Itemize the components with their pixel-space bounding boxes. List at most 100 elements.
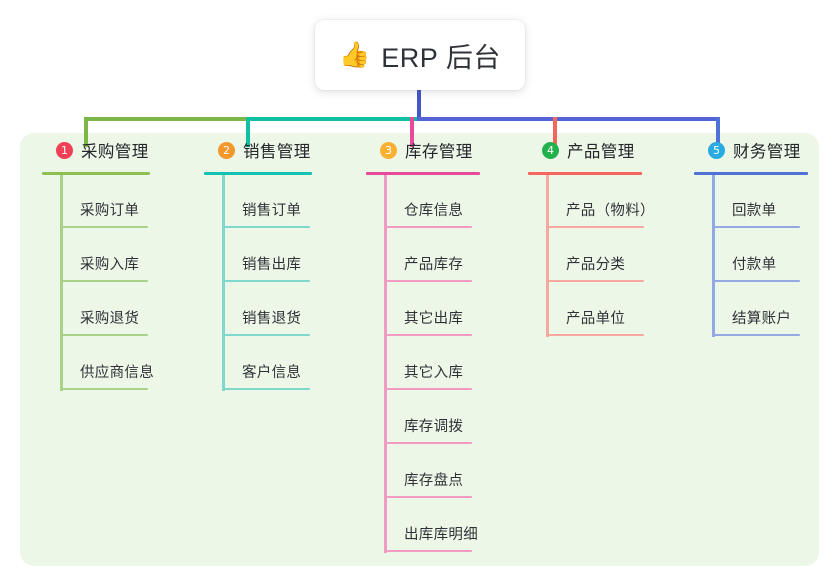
root-title: ERP 后台 bbox=[381, 42, 501, 73]
branch-badge-2: 2 bbox=[218, 141, 235, 159]
leaf-label: 销售订单 bbox=[242, 203, 302, 219]
leaf-list-5: 回款单付款单结算账户 bbox=[690, 175, 808, 337]
branch-badge-5: 5 bbox=[708, 141, 725, 159]
leaf-label: 其它出库 bbox=[404, 311, 464, 327]
leaf-item[interactable]: 库存盘点 bbox=[362, 445, 480, 499]
leaf-label: 采购入库 bbox=[80, 257, 140, 273]
leaf-rule bbox=[222, 226, 310, 228]
leaf-list-2: 销售订单销售出库销售退货客户信息 bbox=[200, 175, 312, 391]
bus-segment-1 bbox=[84, 117, 248, 121]
leaf-rule bbox=[712, 334, 800, 336]
leaf-item[interactable]: 其它出库 bbox=[362, 283, 480, 337]
branch-rule-2 bbox=[204, 172, 312, 175]
leaf-rule bbox=[712, 280, 800, 282]
leaf-label: 采购退货 bbox=[80, 311, 140, 327]
leaf-label: 结算账户 bbox=[732, 311, 792, 327]
leaf-label: 产品单位 bbox=[566, 311, 626, 327]
leaf-list-3: 仓库信息产品库存其它出库其它入库库存调拨库存盘点出库库明细 bbox=[362, 175, 480, 553]
leaf-label: 回款单 bbox=[732, 203, 777, 219]
leaf-item[interactable]: 产品单位 bbox=[524, 283, 644, 337]
branch-header-5[interactable]: 5 财务管理 bbox=[690, 133, 808, 167]
leaf-label: 出库库明细 bbox=[404, 527, 478, 543]
leaf-rule bbox=[60, 388, 148, 390]
leaf-label: 库存盘点 bbox=[404, 473, 464, 489]
branch-badge-4: 4 bbox=[542, 141, 559, 159]
branch-stub-2 bbox=[246, 117, 250, 147]
branch-column-4: 4 产品管理产品（物料） 产品分类产品单位 bbox=[524, 133, 655, 337]
leaf-item[interactable]: 客户信息 bbox=[200, 337, 312, 391]
leaf-spine-4 bbox=[546, 175, 549, 337]
leaf-rule bbox=[384, 388, 472, 390]
leaf-rule bbox=[222, 388, 310, 390]
leaf-rule bbox=[60, 226, 148, 228]
leaf-item[interactable]: 产品（物料） bbox=[524, 175, 655, 229]
leaf-label: 采购订单 bbox=[80, 203, 140, 219]
bus-segment-2 bbox=[248, 117, 419, 121]
leaf-item[interactable]: 销售出库 bbox=[200, 229, 312, 283]
branch-title-2: 销售管理 bbox=[243, 143, 311, 161]
leaf-item[interactable]: 采购入库 bbox=[38, 229, 150, 283]
branch-rule-3 bbox=[366, 172, 480, 175]
leaf-list-4: 产品（物料） 产品分类产品单位 bbox=[524, 175, 655, 337]
leaf-rule bbox=[546, 334, 644, 336]
leaf-label: 产品（物料） bbox=[566, 203, 655, 219]
branch-column-3: 3 库存管理仓库信息产品库存其它出库其它入库库存调拨库存盘点出库库明细 bbox=[362, 133, 480, 553]
leaf-rule bbox=[546, 226, 644, 228]
leaf-item[interactable]: 产品库存 bbox=[362, 229, 480, 283]
branch-column-2: 2 销售管理销售订单销售出库销售退货客户信息 bbox=[200, 133, 312, 391]
branch-stub-1 bbox=[84, 117, 88, 147]
leaf-rule bbox=[712, 226, 800, 228]
leaf-item[interactable]: 出库库明细 bbox=[362, 499, 480, 553]
root-stem-line bbox=[417, 90, 421, 121]
leaf-item[interactable]: 回款单 bbox=[690, 175, 808, 229]
branch-rule-1 bbox=[42, 172, 150, 175]
branch-badge-3: 3 bbox=[380, 141, 397, 159]
leaf-item[interactable]: 库存调拨 bbox=[362, 391, 480, 445]
branch-rule-5 bbox=[694, 172, 808, 175]
leaf-label: 产品分类 bbox=[566, 257, 626, 273]
branch-title-5: 财务管理 bbox=[733, 143, 801, 161]
leaf-rule bbox=[384, 496, 472, 498]
leaf-item[interactable]: 结算账户 bbox=[690, 283, 808, 337]
branch-title-3: 库存管理 bbox=[405, 143, 473, 161]
branch-header-3[interactable]: 3 库存管理 bbox=[362, 133, 480, 167]
leaf-item[interactable]: 销售退货 bbox=[200, 283, 312, 337]
branch-stub-3 bbox=[410, 117, 414, 147]
leaf-item[interactable]: 其它入库 bbox=[362, 337, 480, 391]
branch-column-5: 5 财务管理回款单付款单结算账户 bbox=[690, 133, 808, 337]
branch-title-1: 采购管理 bbox=[81, 143, 149, 161]
leaf-spine-5 bbox=[712, 175, 715, 337]
leaf-rule bbox=[60, 334, 148, 336]
leaf-label: 供应商信息 bbox=[80, 365, 154, 381]
leaf-list-1: 采购订单采购入库采购退货供应商信息 bbox=[38, 175, 154, 391]
leaf-spine-1 bbox=[60, 175, 63, 391]
branch-header-2[interactable]: 2 销售管理 bbox=[200, 133, 312, 167]
branch-header-4[interactable]: 4 产品管理 bbox=[524, 133, 642, 167]
leaf-item[interactable]: 供应商信息 bbox=[38, 337, 154, 391]
leaf-rule bbox=[546, 280, 644, 282]
leaf-rule bbox=[384, 280, 472, 282]
leaf-item[interactable]: 仓库信息 bbox=[362, 175, 480, 229]
leaf-item[interactable]: 付款单 bbox=[690, 229, 808, 283]
leaf-label: 其它入库 bbox=[404, 365, 464, 381]
leaf-rule bbox=[384, 442, 472, 444]
bus-segment-3 bbox=[417, 117, 720, 121]
diagram-panel bbox=[20, 133, 819, 566]
leaf-label: 库存调拨 bbox=[404, 419, 464, 435]
leaf-rule bbox=[384, 334, 472, 336]
leaf-item[interactable]: 采购退货 bbox=[38, 283, 150, 337]
branch-stub-5 bbox=[716, 117, 720, 147]
leaf-rule bbox=[384, 226, 472, 228]
thumbs-up-icon: 👍 bbox=[339, 40, 371, 69]
leaf-item[interactable]: 产品分类 bbox=[524, 229, 644, 283]
leaf-rule bbox=[384, 550, 472, 552]
leaf-label: 仓库信息 bbox=[404, 203, 464, 219]
branch-title-4: 产品管理 bbox=[567, 143, 635, 161]
branch-rule-4 bbox=[528, 172, 642, 175]
leaf-item[interactable]: 销售订单 bbox=[200, 175, 312, 229]
leaf-item[interactable]: 采购订单 bbox=[38, 175, 150, 229]
leaf-spine-2 bbox=[222, 175, 225, 391]
root-node[interactable]: 👍 ERP 后台 bbox=[315, 20, 525, 90]
